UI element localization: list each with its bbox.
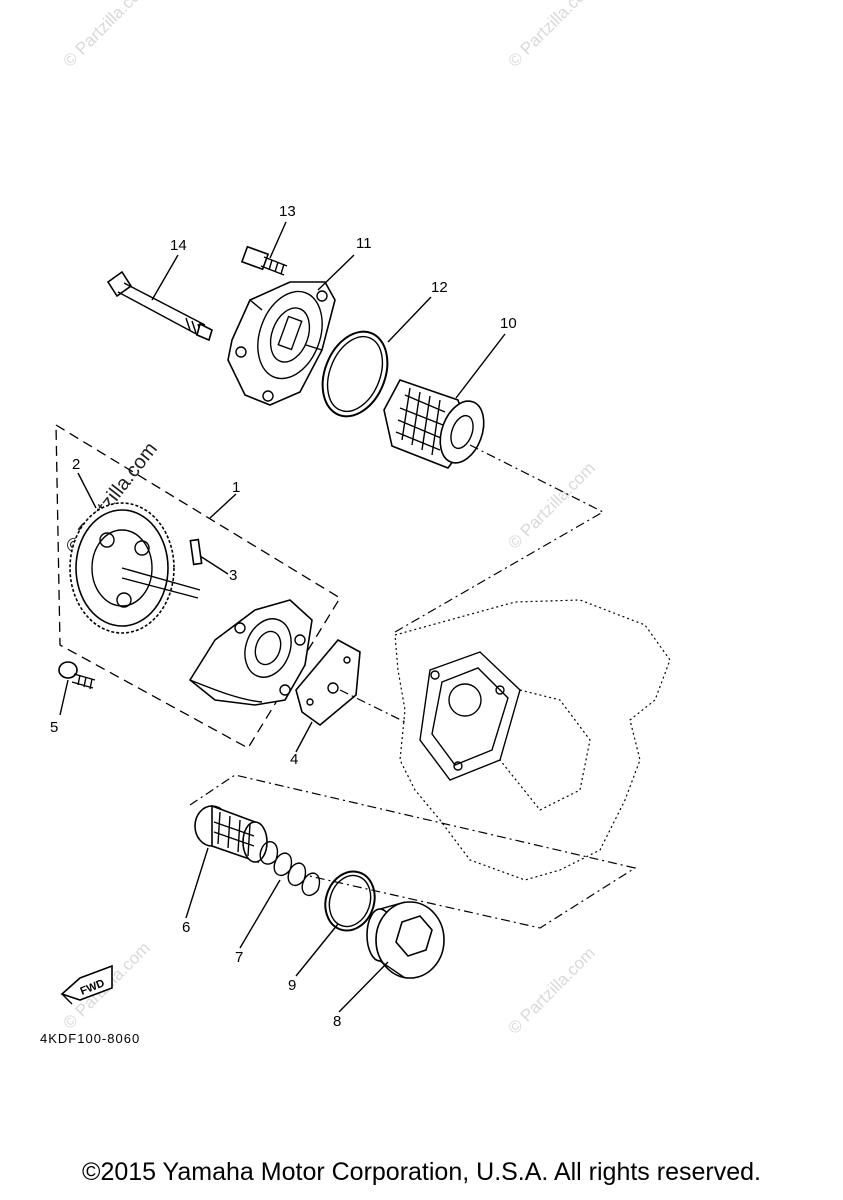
callout-5: 5 (50, 719, 58, 736)
oil-pump-body (188, 599, 313, 706)
part-7-spring (259, 841, 321, 896)
callout-6: 6 (182, 919, 190, 936)
callout-13: 13 (279, 203, 296, 220)
callouts: 14 13 11 12 10 1 2 3 5 4 6 7 9 8 (50, 203, 517, 1030)
watermark: © Partzilla.com (59, 0, 153, 71)
part-14-bolt (106, 270, 213, 342)
callout-1: 1 (232, 479, 240, 496)
watermark: © Partzilla.com (504, 0, 598, 71)
part-9-o-ring (324, 870, 376, 932)
gasket-guide-line (339, 689, 406, 723)
part-code: 4KDF100-8060 (40, 1031, 140, 1046)
part-2-drive-gear (69, 502, 201, 634)
callout-10: 10 (500, 315, 517, 332)
callout-3: 3 (229, 567, 237, 584)
copyright-notice: ©2015 Yamaha Motor Corporation, U.S.A. A… (82, 1158, 761, 1186)
part-8-drain-plug (366, 901, 445, 979)
callout-11: 11 (356, 235, 372, 252)
part-11-filter-cover (227, 281, 336, 406)
drain-assembly-guide (189, 774, 637, 929)
part-13-bolt (240, 245, 288, 276)
watermark: © Partzilla.com (504, 943, 598, 1037)
fwd-arrow-icon: FWD (60, 964, 113, 1005)
callout-8: 8 (333, 1013, 341, 1030)
filter-guide-line (394, 444, 605, 633)
watermark: © Partzilla.com (504, 458, 598, 552)
part-6-strainer (194, 804, 268, 864)
callout-4: 4 (290, 751, 298, 768)
part-3-pin (189, 538, 203, 566)
leader-lines (59, 221, 506, 1013)
part-4-gasket (295, 638, 361, 727)
callout-12: 12 (431, 279, 448, 296)
callout-7: 7 (235, 949, 243, 966)
callout-14: 14 (170, 237, 187, 254)
callout-2: 2 (72, 456, 80, 473)
part-10-oil-filter (383, 379, 485, 469)
engine-case (394, 599, 671, 881)
part-12-o-ring (321, 330, 389, 418)
part-5-screw (58, 661, 96, 690)
callout-9: 9 (288, 977, 296, 994)
